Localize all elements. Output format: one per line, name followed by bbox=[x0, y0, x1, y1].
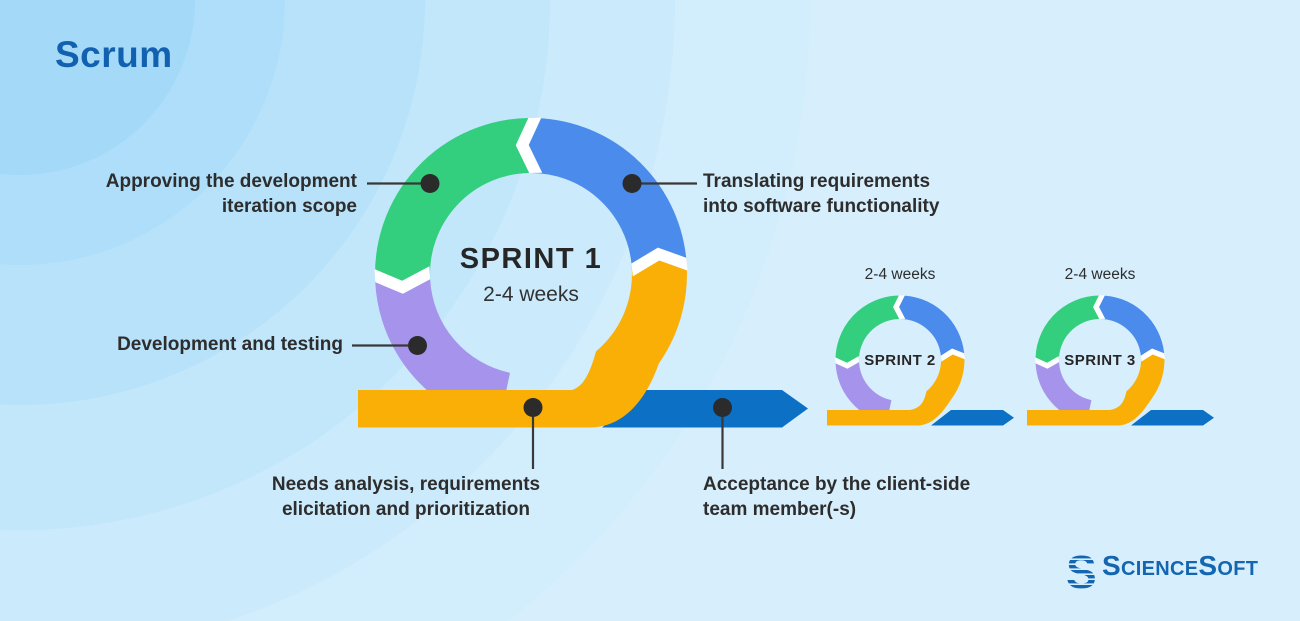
sprint1-label: SPRINT 1 bbox=[459, 243, 603, 275]
sprint2-duration: 2-4 weeks bbox=[864, 266, 936, 283]
callout-translating-line1: Translating requirements bbox=[703, 171, 931, 192]
dot-needs bbox=[523, 398, 543, 417]
callout-translating: Translating requirements into software f… bbox=[703, 170, 939, 219]
logo-part3: S bbox=[1198, 550, 1218, 581]
dot-acceptance bbox=[713, 398, 732, 417]
chevron-right bbox=[631, 247, 688, 277]
logo-part2: CIENCE bbox=[1120, 558, 1199, 580]
sprint1-blue-arc bbox=[528, 118, 687, 265]
callout-acceptance-line2: team member(-s) bbox=[703, 498, 857, 520]
dot-development bbox=[408, 336, 427, 355]
sprint2-label: SPRINT 2 bbox=[864, 352, 936, 369]
sprint3-label: SPRINT 3 bbox=[1064, 352, 1136, 369]
callout-needs-line2: elicitation and prioritization bbox=[281, 498, 531, 520]
logo-text: SCIENCESOFT bbox=[1102, 550, 1258, 582]
svg-text:S: S bbox=[1066, 546, 1097, 598]
sprint1-duration: 2-4 weeks bbox=[483, 283, 579, 306]
page-title: Scrum bbox=[55, 34, 173, 75]
logo-s-icon: S bbox=[1066, 546, 1097, 598]
chevron-top bbox=[515, 117, 543, 174]
callout-needs-line1: Needs analysis, requirements bbox=[271, 474, 541, 495]
dot-translating bbox=[622, 174, 642, 193]
callout-approving: Approving the development iteration scop… bbox=[106, 170, 357, 219]
callout-acceptance: Acceptance by the client-side team membe… bbox=[703, 473, 970, 522]
sprint3-duration: 2-4 weeks bbox=[1064, 266, 1136, 283]
callout-acceptance-line1: Acceptance by the client-side bbox=[703, 474, 971, 495]
sciencesoft-logo: SCIENCESOFT bbox=[1064, 550, 1258, 582]
logo-part4: OFT bbox=[1217, 558, 1259, 580]
callout-approving-line2: iteration scope bbox=[221, 195, 357, 217]
sprint1-loop bbox=[358, 117, 808, 428]
acceptance-arrow bbox=[602, 390, 808, 428]
callout-development-line1: Development and testing bbox=[117, 334, 343, 355]
callout-dots bbox=[408, 174, 732, 417]
callout-translating-line2: into software functionality bbox=[703, 195, 940, 217]
callout-development: Development and testing bbox=[117, 333, 343, 358]
dot-approving bbox=[420, 174, 440, 193]
callout-approving-line1: Approving the development bbox=[105, 171, 357, 192]
chevron-left bbox=[374, 266, 431, 294]
sprint1-yellow-loop bbox=[358, 257, 687, 428]
callout-needs: Needs analysis, requirements elicitation… bbox=[246, 473, 566, 522]
callout-connectors bbox=[352, 182, 724, 469]
logo-part1: S bbox=[1102, 550, 1121, 581]
